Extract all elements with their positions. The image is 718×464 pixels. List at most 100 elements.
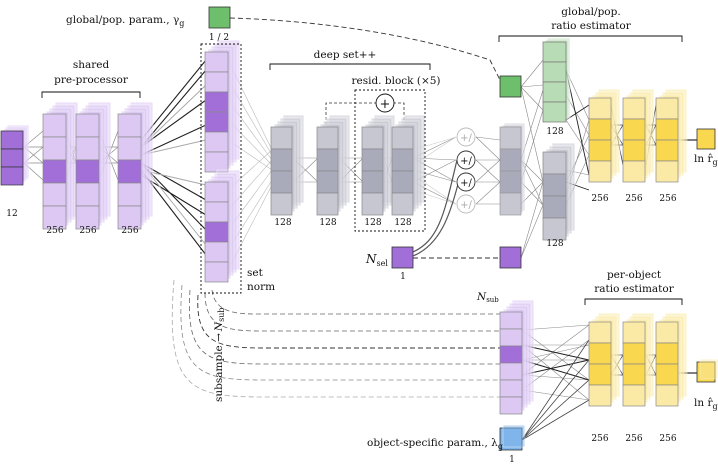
plus-symbol: + — [380, 97, 391, 112]
gmerge-embed-cell — [542, 173, 567, 197]
object-ratio-layer-1-cell — [588, 321, 612, 344]
deepset-layer-2-cell — [316, 192, 339, 216]
merge-layer-cell — [499, 148, 522, 172]
deep-set-label: deep set++ — [314, 49, 377, 61]
deepset-layer-4-cell — [391, 170, 414, 194]
input-layer-cell — [0, 130, 24, 150]
setnorm-upper-cell — [204, 151, 229, 173]
edge — [520, 59, 544, 259]
setnorm-lower-cell — [204, 221, 229, 243]
n-sel-count: 1 — [400, 272, 406, 282]
setnorm-lower-cell — [204, 201, 229, 223]
sub-stack-cell — [499, 345, 523, 364]
edge — [140, 59, 207, 256]
deepset-layer-2-cell — [316, 170, 339, 194]
deepset-layer-1-cell — [270, 192, 293, 216]
residual-box — [354, 89, 426, 232]
pre-layer-1-cell — [42, 182, 67, 207]
width-label: 128 — [364, 218, 381, 228]
set-label: set — [247, 267, 264, 279]
deepset-layer-3-cell — [361, 148, 384, 172]
pre-layer-3-cell — [117, 136, 142, 161]
brackets — [41, 35, 683, 305]
per-object-title-2: ratio estimator — [594, 283, 674, 295]
pre-layer-3-cell — [117, 182, 142, 207]
pre-layer-2-cell — [75, 136, 100, 161]
global-ratio-layer-2-cell — [622, 139, 646, 162]
global-ratio-layer-3-cell — [655, 118, 679, 141]
gmerge-embed-cell — [542, 151, 567, 175]
object-param-label: object-specific param., λg — [367, 437, 503, 451]
global-ratio-layer-1-cell — [588, 97, 612, 120]
object-ratio-layer-2-cell — [622, 384, 646, 407]
per-object-bracket — [584, 298, 683, 305]
width-label: 256 — [46, 226, 63, 236]
global-param-node — [208, 6, 231, 29]
object-ratio-layer-2-cell — [622, 342, 646, 365]
n-sel-label: Nsel — [365, 252, 388, 268]
width-label: 128 — [319, 218, 336, 228]
residual-add: + — [375, 93, 395, 113]
sub-stack-cell — [499, 396, 523, 415]
setnorm-box — [200, 43, 242, 294]
shared-bracket — [41, 91, 141, 98]
deepset-layer-3-cell — [361, 126, 384, 150]
object-ratio-layer-1-cell — [588, 363, 612, 386]
input-layer-cell — [0, 166, 24, 186]
width-label: 256 — [591, 194, 608, 204]
pre-processor-label: pre-processor — [54, 74, 129, 86]
dashed-edge — [211, 289, 505, 315]
dashed-edge — [393, 102, 405, 120]
dashed-edge — [188, 289, 505, 365]
pre-layer-3-cell — [117, 113, 142, 138]
deepset-layer-3-cell — [361, 170, 384, 194]
dashed-edge — [171, 279, 505, 398]
global-ratio-layer-3-cell — [655, 160, 679, 183]
deepset-layer-2-cell — [316, 126, 339, 150]
gparam-embed-cell — [542, 101, 567, 123]
gmerge-embed-cell — [542, 195, 567, 219]
width-label: 256 — [659, 194, 676, 204]
sub-stack-cell — [499, 379, 523, 398]
global-ratio-layer-2-cell — [622, 97, 646, 120]
edge — [227, 59, 273, 271]
pre-layer-3-cell — [117, 159, 142, 184]
edge — [521, 324, 590, 401]
setnorm-upper-cell — [204, 71, 229, 93]
n-sel-input — [499, 246, 522, 269]
global-ratio-title-1: global/pop. — [561, 6, 620, 18]
norm-label: norm — [247, 281, 275, 293]
merge-layer-cell — [499, 126, 522, 150]
pool-op: +/ — [460, 200, 472, 211]
global-ratio-layer-3-cell — [655, 139, 679, 162]
global-ratio-layer-1-cell — [588, 139, 612, 162]
resid-block-label: resid. block (×5) — [351, 75, 440, 87]
subsample-label: subsample →Nsub — [213, 308, 226, 402]
pool-op: +/ — [460, 178, 472, 189]
edge — [412, 136, 457, 205]
pre-layer-2-cell — [75, 113, 100, 138]
gparam-embed-cell — [542, 81, 567, 103]
setnorm-upper-cell — [204, 51, 229, 73]
shared-label: shared — [73, 59, 110, 71]
deepset-layer-1-cell — [270, 148, 293, 172]
global-ratio-layer-2-cell — [622, 118, 646, 141]
width-label: 256 — [591, 434, 608, 444]
global-ratio-layer-1-cell — [588, 118, 612, 141]
gmerge-embed-cell — [542, 217, 567, 241]
global-ratio-bracket — [498, 35, 683, 42]
edge — [565, 69, 590, 206]
gparam-embed-cell — [542, 41, 567, 63]
deepset-layer-4-cell — [391, 148, 414, 172]
edge — [475, 136, 501, 205]
width-label: 256 — [79, 226, 96, 236]
deepset-layer-2-cell — [316, 148, 339, 172]
object-param-count: 1 — [509, 455, 515, 464]
deepset-layer-1-cell — [270, 170, 293, 194]
width-label: 128 — [546, 127, 563, 137]
deepset-layer-3-cell — [361, 192, 384, 216]
width-label: 128 — [394, 218, 411, 228]
edge — [292, 157, 319, 183]
n-sel-node — [391, 246, 414, 269]
output-object-ghost — [699, 358, 718, 380]
